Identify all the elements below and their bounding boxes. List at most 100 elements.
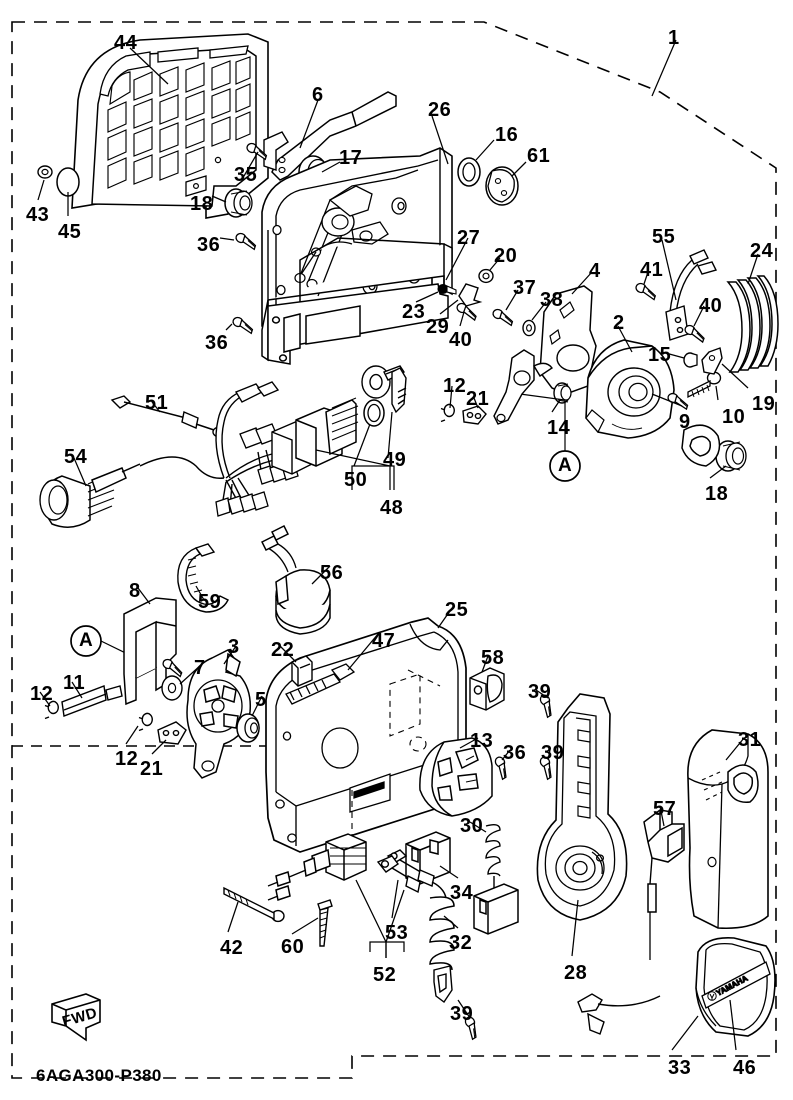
callout-6: 6 [312, 84, 324, 106]
part-5-bushing [236, 713, 260, 743]
diagram-code: 6AGA300-P380 [36, 1066, 162, 1085]
callout-42: 42 [220, 937, 244, 959]
part-25-hidden-lines [351, 669, 441, 854]
callout-49: 49 [383, 449, 407, 471]
callout-55: 55 [652, 226, 676, 248]
part-28-lever-inner [544, 711, 616, 907]
part-32-clip-end [433, 965, 453, 1004]
part-11-pin [61, 685, 123, 717]
callout-34: 34 [450, 882, 474, 904]
part-36-bolt-1 [233, 231, 259, 251]
part-28-lever-slots [577, 729, 591, 819]
callout-12c: 12 [115, 748, 139, 770]
callout-40b: 40 [449, 329, 473, 351]
part-59-cable-tie [177, 543, 229, 613]
callout-57: 57 [653, 798, 677, 820]
callout-36a: 36 [197, 234, 221, 256]
part-58-grommet-block [469, 667, 505, 711]
callout-45: 45 [58, 221, 82, 243]
part-34-lower-bracket [473, 883, 519, 935]
callout-35: 35 [234, 164, 258, 186]
part-60-screw [317, 899, 333, 947]
callout-43: 43 [26, 204, 50, 226]
callout-23: 23 [402, 301, 426, 323]
callout-12b: 12 [30, 683, 54, 705]
part-9-gasket [681, 424, 721, 467]
part-40-bolt-2 [682, 323, 708, 343]
reference-marker-a-bottom [70, 625, 141, 661]
part-23-screw [437, 284, 457, 295]
reference-marker-A-bottom: A [79, 630, 94, 651]
callout-14: 14 [547, 417, 571, 439]
callout-8: 8 [129, 580, 141, 602]
part-15-plug [683, 352, 698, 368]
callout-36b: 36 [205, 332, 229, 354]
part-57-switch [643, 809, 685, 960]
part-6-secondary [263, 131, 289, 171]
part-19-clip [701, 347, 723, 375]
callout-17: 17 [339, 147, 363, 169]
part-29-bracket [458, 283, 483, 307]
part-45-washer [56, 167, 80, 197]
part-31-handle-grip [687, 729, 769, 930]
callout-30: 30 [460, 815, 484, 837]
callout-2: 2 [613, 312, 625, 334]
callout-12a: 12 [443, 375, 467, 397]
reference-marker-a-top [519, 393, 581, 482]
callout-32: 32 [449, 932, 473, 954]
part-50-ignition-switch [295, 397, 359, 467]
callout-44: 44 [114, 32, 138, 54]
callout-27: 27 [457, 227, 481, 249]
part-46-emblem [701, 961, 771, 1009]
part-49-key [361, 365, 407, 414]
part-24-bellows [726, 275, 779, 373]
callout-38: 38 [540, 289, 564, 311]
callout-18a: 18 [190, 193, 214, 215]
part-41-bolt [633, 281, 659, 301]
callout-31: 31 [738, 729, 762, 751]
part-13-cam-plate [419, 737, 493, 817]
part-12-clip-upper [440, 403, 455, 423]
part-52-stop-switch [267, 833, 367, 901]
part-47-plate [285, 663, 356, 705]
callout-leaders [37, 39, 759, 1051]
callout-4: 4 [589, 260, 601, 282]
part-18-grommet-lower [715, 440, 747, 472]
callout-36c: 36 [503, 742, 527, 764]
part-31-grip-dashed [701, 771, 723, 801]
callout-41: 41 [640, 259, 664, 281]
part-31-grip-hole [707, 856, 717, 868]
part-27-plate [267, 283, 449, 365]
part-12-clip-2 [138, 712, 153, 732]
callout-19: 19 [752, 393, 776, 415]
reference-marker-A-top: A [558, 455, 573, 476]
part-56-buzzer [260, 524, 331, 635]
harness-terminals [215, 423, 299, 517]
part-22-clip [291, 655, 313, 687]
callout-40a: 40 [699, 295, 723, 317]
callout-50: 50 [344, 469, 368, 491]
part-18-grommet-upper [224, 188, 253, 218]
callout-28: 28 [564, 962, 588, 984]
callout-52: 52 [373, 964, 397, 986]
part-25-cover-details [275, 727, 391, 843]
part-42-long-bolt [223, 886, 285, 923]
part-53-lanyard-clip [376, 855, 421, 894]
callout-37: 37 [513, 277, 537, 299]
part-51-cable [110, 395, 228, 438]
callout-22: 22 [271, 639, 295, 661]
part-16-seal [457, 157, 481, 187]
part-26-internal-linkage [294, 169, 419, 297]
part-55-wire [669, 249, 718, 315]
callout-24: 24 [750, 240, 774, 262]
callout-9: 9 [679, 411, 691, 433]
part-10-long-bolt [687, 371, 722, 399]
callout-10: 10 [722, 406, 746, 428]
callout-brackets [351, 465, 405, 952]
part-36-bolt-2 [230, 315, 256, 335]
callout-56: 56 [320, 562, 344, 584]
callout-46: 46 [733, 1057, 757, 1079]
callout-29: 29 [426, 316, 450, 338]
